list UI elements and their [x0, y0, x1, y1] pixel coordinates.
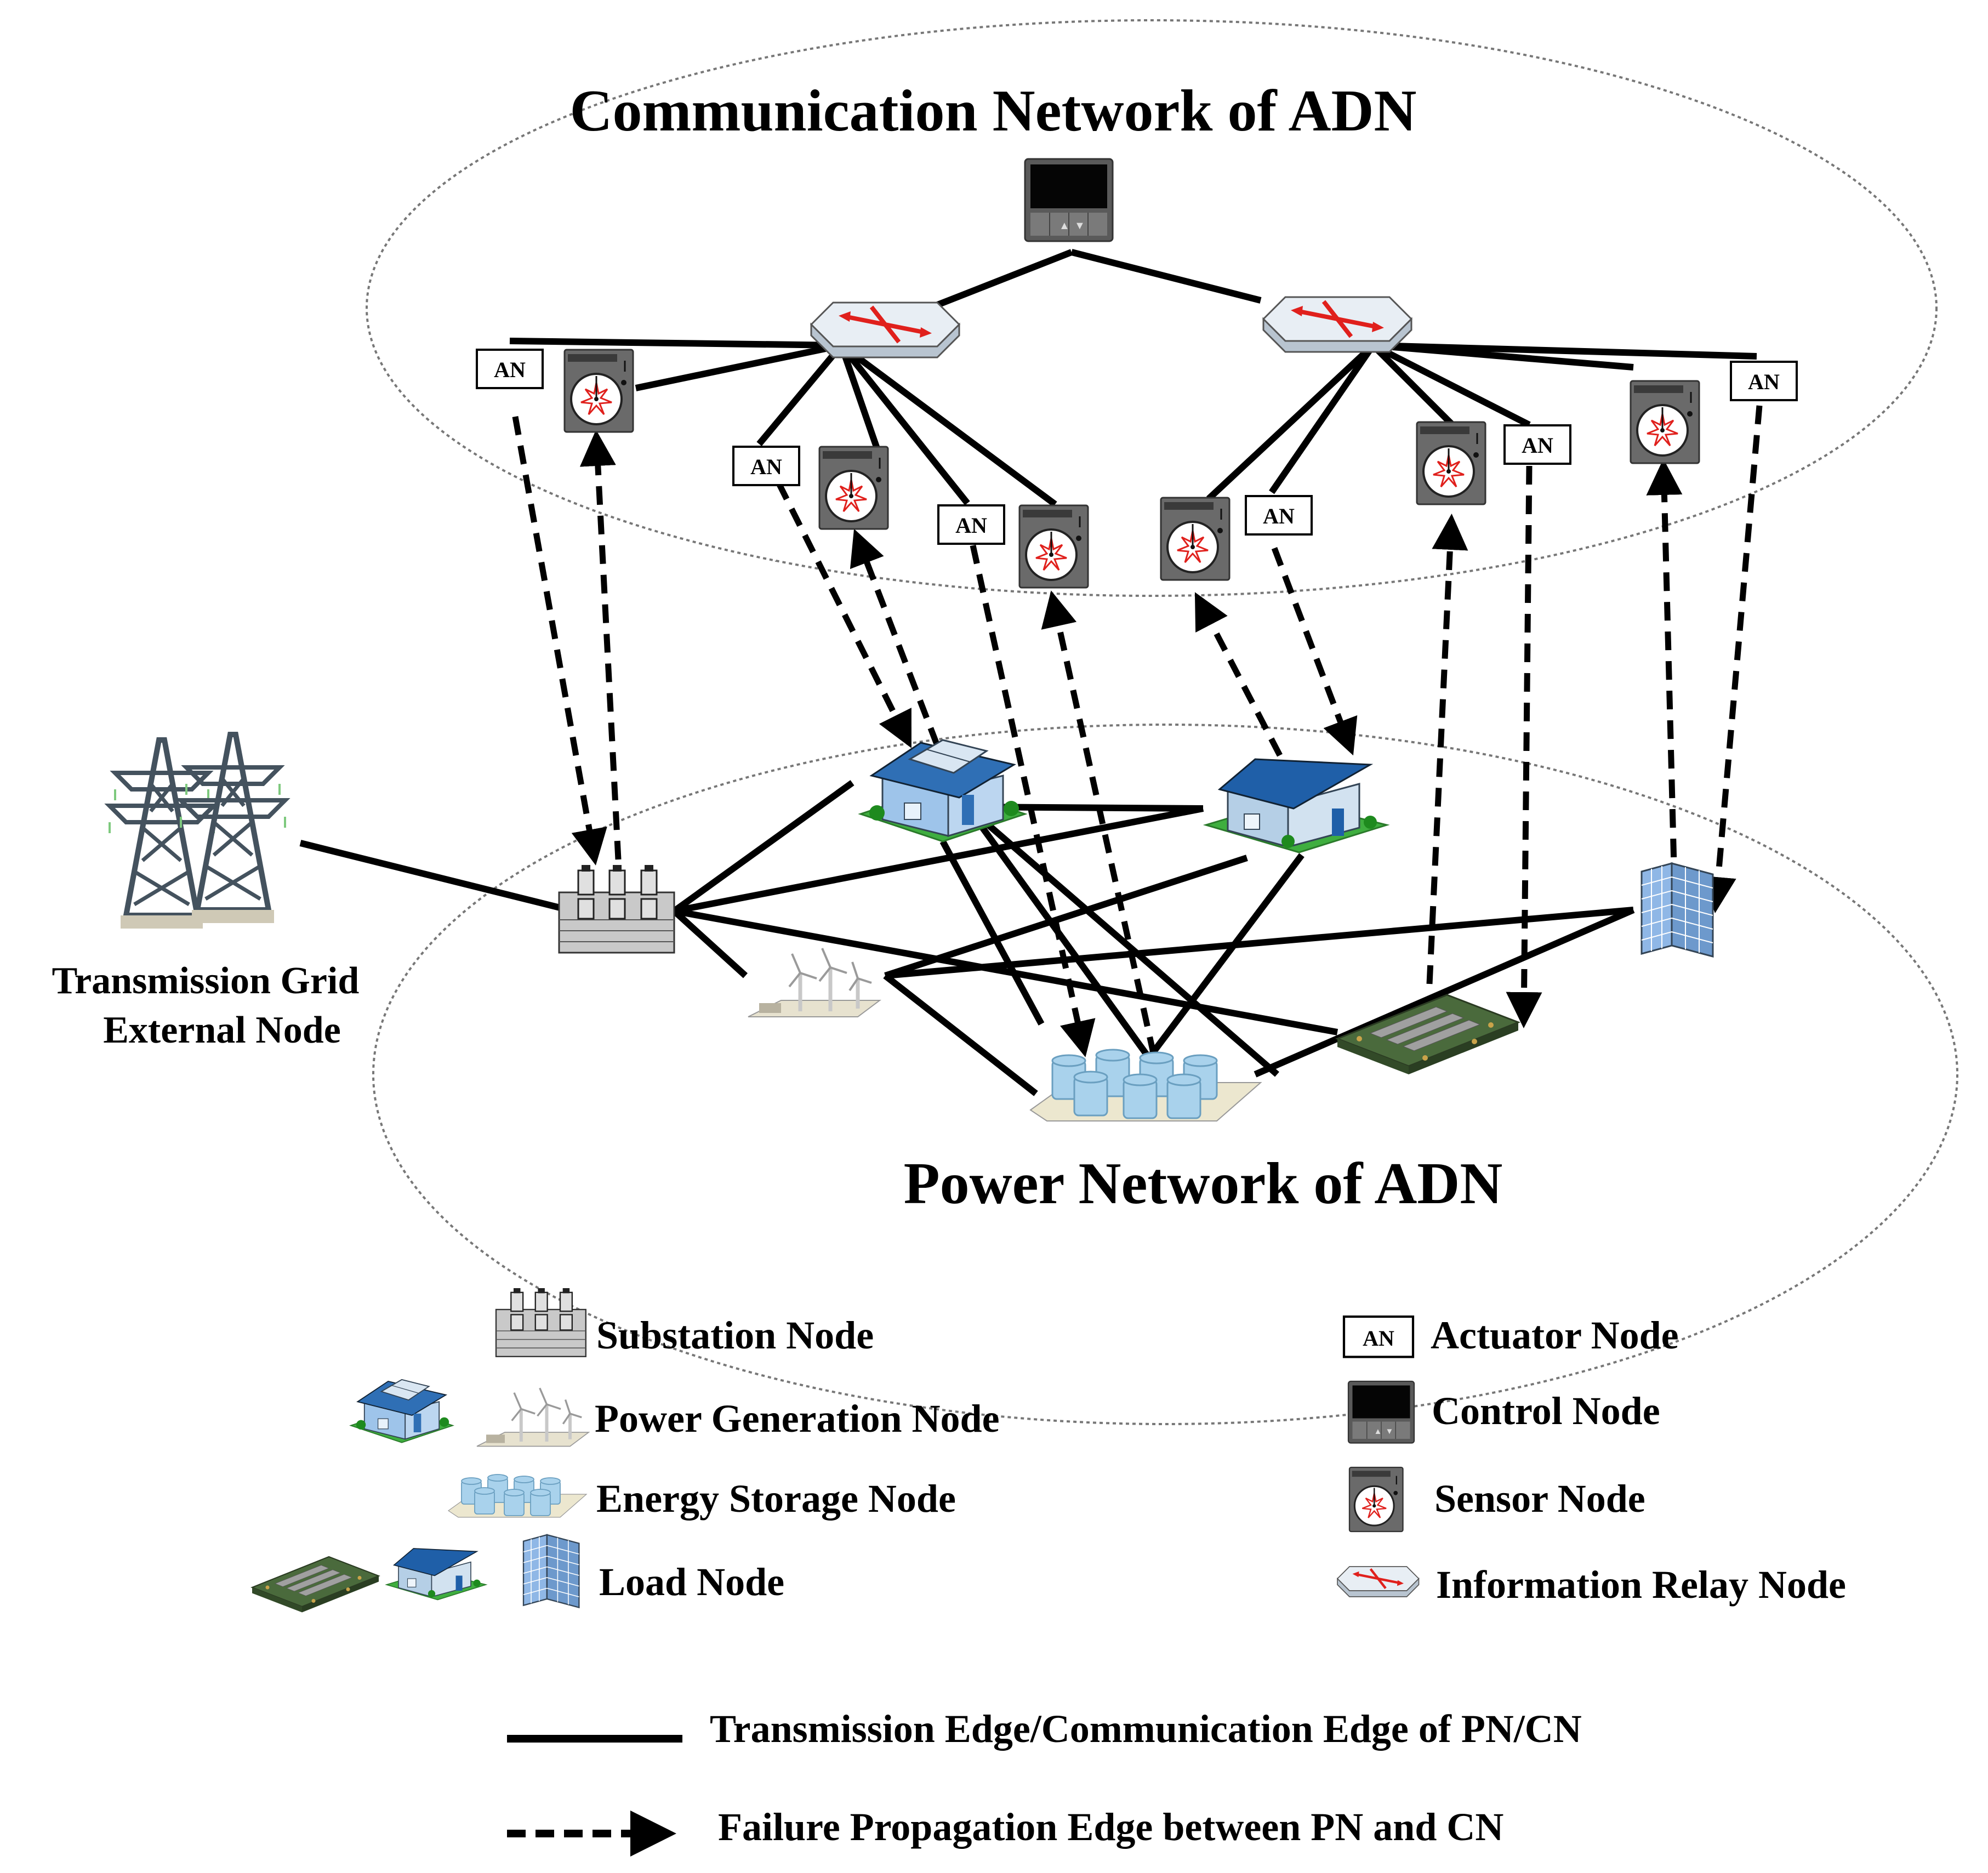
actuator-node-4: AN: [1245, 495, 1313, 536]
sensor-gauge-icon: [1348, 1466, 1404, 1533]
communication-network-boundary: [366, 19, 1938, 597]
sensor-gauge-icon: [563, 349, 634, 433]
dashed-house-solar-sensor2: [850, 528, 941, 747]
legend-dashed-edge-label: Failure Propagation Edge between PN and …: [718, 1805, 1503, 1849]
dashed-board-sensor5: [1426, 514, 1468, 984]
control-panel-icon: [1347, 1380, 1415, 1444]
sensor-gauge-icon: [818, 446, 889, 530]
transmission-tower-icon: [181, 735, 285, 923]
legend-solid-edge-label: Transmission Edge/Communication Edge of …: [710, 1707, 1582, 1751]
dashed-an3-storage: [970, 544, 1096, 1057]
legend-storage-label: Energy Storage Node: [596, 1477, 956, 1521]
house-icon: [386, 1548, 487, 1601]
sensor-gauge-icon: [1416, 421, 1486, 505]
actuator-label: AN: [1748, 369, 1780, 394]
legend-generation-label: Power Generation Node: [595, 1397, 1000, 1441]
dashed-substation-sensor1: [579, 430, 622, 860]
sensor-node-2: [818, 446, 889, 530]
transmission-label-line1: Transmission Grid: [52, 960, 360, 1002]
dashed-an1-substation: [512, 416, 607, 866]
sensor-node-6: [1630, 380, 1700, 464]
substation-transformer-icon: [495, 1287, 586, 1357]
house-icon: [350, 1379, 453, 1443]
transmission-label-line2: External Node: [103, 1009, 341, 1051]
control-panel-icon: [1024, 158, 1114, 242]
legend-control-label: Control Node: [1432, 1389, 1660, 1433]
legend-load-label: Load Node: [599, 1560, 784, 1604]
relay-router-icon: [1263, 297, 1411, 352]
power-network-title: Power Network of ADN: [904, 1151, 1503, 1216]
substation-transformer-icon: [558, 864, 675, 954]
sensor-gauge-icon: [1018, 504, 1089, 589]
circuit-board-icon: [251, 1556, 380, 1613]
sensor-node-5: [1416, 421, 1486, 505]
house-icon: [1205, 758, 1388, 853]
dashed-an2-house-solar: [776, 481, 912, 748]
actuator-node-5: AN: [1503, 424, 1571, 465]
communication-network-title: Communication Network of ADN: [570, 78, 1417, 144]
legend: Substation Node Power Generation Node En…: [251, 1287, 1846, 1857]
dashed-an5-board: [1506, 465, 1542, 1028]
legend-sensor-label: Sensor Node: [1434, 1477, 1645, 1521]
legend-relay-label: Information Relay Node: [1436, 1563, 1846, 1607]
legend-substation-label: Substation Node: [596, 1313, 874, 1357]
actuator-node-2: AN: [732, 446, 800, 486]
relay-router-icon: [811, 303, 959, 357]
office-building-icon: [1640, 862, 1714, 958]
actuator-label: AN: [494, 357, 526, 382]
office-building-icon: [522, 1534, 580, 1608]
legend-actuator-label: Actuator Node: [1431, 1313, 1679, 1357]
failure-propagation-edges: [512, 405, 1763, 1057]
storage-tanks-icon: [448, 1474, 587, 1518]
wind-turbine-icon: [748, 948, 880, 1017]
sensor-gauge-icon: [1160, 497, 1231, 581]
wind-turbine-icon: [477, 1388, 589, 1446]
actuator-label: AN: [750, 454, 782, 479]
actuator-label: AN: [1263, 504, 1295, 528]
power-network-boundary: [372, 724, 1958, 1425]
sensor-node-1: [563, 349, 634, 433]
actuator-node-6: AN: [1730, 361, 1798, 401]
dashed-an4-house-blue: [1271, 547, 1358, 756]
actuator-node-3: AN: [937, 504, 1005, 545]
dashed-building-sensor6: [1646, 459, 1683, 887]
transmission-grid-node: Transmission Grid External Node: [52, 735, 360, 1051]
dashed-an6-building: [1700, 405, 1763, 913]
sensor-node-4: [1160, 497, 1231, 581]
sensor-node-3: [1018, 504, 1089, 589]
actuator-node-1: AN: [476, 349, 544, 389]
actuator-label: AN: [1522, 433, 1553, 458]
sensor-gauge-icon: [1630, 380, 1700, 464]
dashed-house-blue-sensor4: [1194, 592, 1283, 757]
circuit-board-icon: [1336, 994, 1519, 1075]
storage-tanks-icon: [1029, 1049, 1262, 1122]
communication-edges: [509, 249, 1757, 507]
power-edges: [299, 780, 1635, 1096]
relay-router-icon: [1337, 1567, 1419, 1597]
actuator-label: AN: [1363, 1326, 1394, 1351]
dashed-storage-sensor3: [1041, 590, 1157, 1056]
actuator-label: AN: [955, 513, 987, 538]
legend-actuator: AN: [1344, 1317, 1413, 1357]
house-icon: [859, 739, 1026, 842]
